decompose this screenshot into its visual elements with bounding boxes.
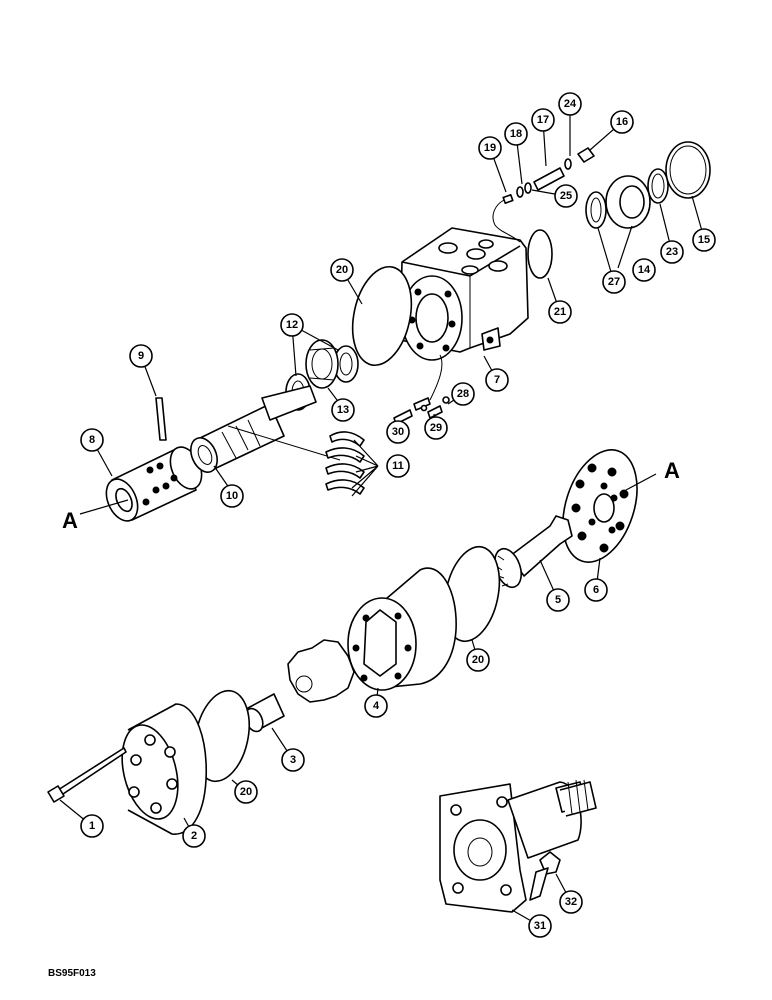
gerotor-ring-part-4 <box>347 567 457 691</box>
centering-springs-part-11 <box>325 431 365 495</box>
svg-text:29: 29 <box>430 422 442 434</box>
callout-20-middle: 20 <box>466 648 490 672</box>
svg-text:10: 10 <box>226 490 238 502</box>
svg-text:5: 5 <box>555 594 561 606</box>
end-cap-part-2 <box>121 703 207 835</box>
callout-9: 9 <box>129 344 153 368</box>
callout-30: 30 <box>386 420 410 444</box>
reference-letter-a-left: A <box>62 508 78 533</box>
callout-2: 2 <box>182 824 206 848</box>
svg-text:20: 20 <box>336 264 348 276</box>
svg-text:25: 25 <box>560 190 572 202</box>
callout-29: 29 <box>424 416 448 440</box>
svg-text:12: 12 <box>286 319 298 331</box>
callout-20-lower: 20 <box>234 780 258 804</box>
callout-10: 10 <box>220 484 244 508</box>
pin-part-9 <box>155 397 167 441</box>
svg-text:20: 20 <box>472 654 484 666</box>
callout-7: 7 <box>485 368 509 392</box>
spool-part-10 <box>190 385 341 473</box>
svg-text:9: 9 <box>138 350 144 362</box>
svg-text:13: 13 <box>337 404 349 416</box>
callout-14: 14 <box>632 258 656 282</box>
svg-text:4: 4 <box>373 700 380 712</box>
svg-text:14: 14 <box>638 264 651 276</box>
svg-text:28: 28 <box>457 388 469 400</box>
svg-text:30: 30 <box>392 426 404 438</box>
callout-12: 12 <box>280 313 304 337</box>
callout-16: 16 <box>610 110 634 134</box>
svg-text:15: 15 <box>698 234 710 246</box>
callout-24: 24 <box>558 92 582 116</box>
callout-17: 17 <box>531 108 555 132</box>
callout-21: 21 <box>548 300 572 324</box>
bolt-part-32 <box>529 851 561 901</box>
callout-32: 32 <box>559 890 583 914</box>
svg-text:16: 16 <box>616 116 628 128</box>
callout-18: 18 <box>504 122 528 146</box>
figure-code: BS95F013 <box>48 968 96 979</box>
callout-3: 3 <box>281 748 305 772</box>
callout-5: 5 <box>546 588 570 612</box>
callout-20-upper: 20 <box>330 258 354 282</box>
svg-text:2: 2 <box>191 830 197 842</box>
callout-1: 1 <box>80 814 104 838</box>
svg-text:3: 3 <box>290 754 296 766</box>
relief-valve-parts <box>492 147 595 243</box>
svg-text:18: 18 <box>510 128 522 140</box>
gerotor-star-part-4 <box>287 639 355 703</box>
svg-text:7: 7 <box>494 374 500 386</box>
callout-28: 28 <box>451 382 475 406</box>
callout-13: 13 <box>331 398 355 422</box>
svg-text:27: 27 <box>608 276 620 288</box>
thrust-bearing-parts <box>285 339 359 411</box>
svg-text:20: 20 <box>240 786 252 798</box>
svg-text:1: 1 <box>89 820 95 832</box>
callout-4: 4 <box>364 694 388 718</box>
svg-text:32: 32 <box>565 896 577 908</box>
seal-rings-parts <box>585 141 711 229</box>
callout-27: 27 <box>602 270 626 294</box>
svg-text:11: 11 <box>392 460 404 472</box>
mounting-column-part-31 <box>439 779 597 913</box>
svg-text:23: 23 <box>666 246 678 258</box>
o-ring-part-20-upper <box>351 265 413 367</box>
svg-text:31: 31 <box>534 920 546 932</box>
callout-31: 31 <box>528 914 552 938</box>
drive-shaft-part-5 <box>494 515 573 589</box>
callout-11: 11 <box>386 454 410 478</box>
reference-letter-a-right: A <box>664 458 680 483</box>
plate-part-6 <box>562 449 638 563</box>
callout-6: 6 <box>584 578 608 602</box>
callout-19: 19 <box>478 136 502 160</box>
o-ring-part-21 <box>527 229 553 279</box>
svg-text:19: 19 <box>484 142 496 154</box>
svg-text:24: 24 <box>564 98 577 110</box>
valve-body-part-7 <box>399 227 529 361</box>
callout-15: 15 <box>692 228 716 252</box>
callout-8: 8 <box>80 428 104 452</box>
svg-text:6: 6 <box>593 584 599 596</box>
svg-text:17: 17 <box>537 114 549 126</box>
check-ball-parts <box>393 354 450 425</box>
svg-text:21: 21 <box>554 306 566 318</box>
callout-23: 23 <box>660 240 684 264</box>
callout-25: 25 <box>554 184 578 208</box>
bolt-part-1 <box>47 747 127 803</box>
svg-text:8: 8 <box>89 434 95 446</box>
